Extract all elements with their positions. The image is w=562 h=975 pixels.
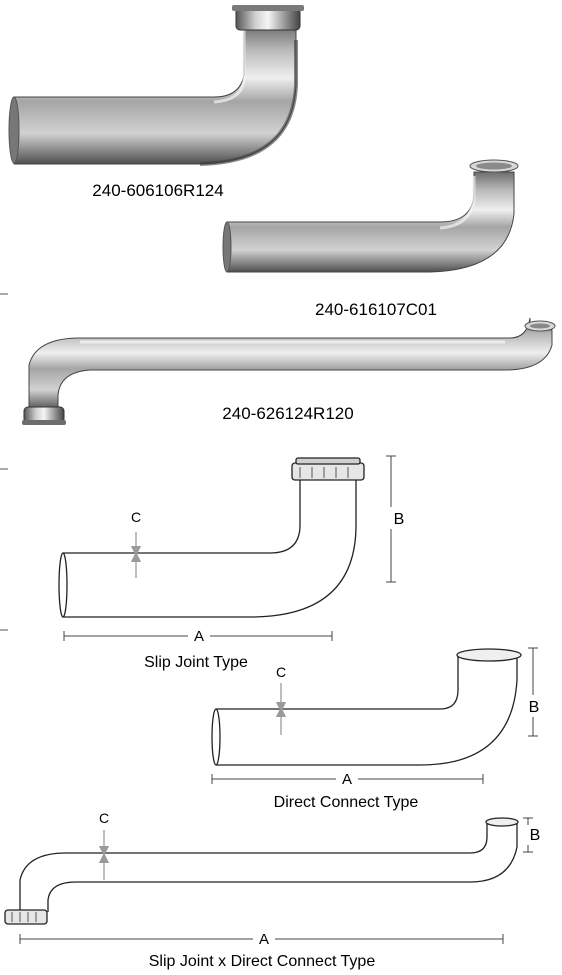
dim-a-label: A xyxy=(194,628,204,645)
photo-caption-240-606106R124: 240-606106R124 xyxy=(92,181,223,200)
photo-pipe-240-606106R124 xyxy=(8,5,304,166)
photo-pipe-240-616107C01 xyxy=(222,159,519,273)
diagram-slip-joint xyxy=(58,455,396,641)
dim-c-label: C xyxy=(276,664,286,680)
dim-a-label: A xyxy=(342,771,352,788)
diagram-direct-connect xyxy=(211,647,538,784)
diagram-caption-direct-connect: Direct Connect Type xyxy=(274,794,419,811)
diagram-caption-slip-joint: Slip Joint Type xyxy=(144,654,248,671)
photo-caption-240-626124R120: 240-626124R120 xyxy=(222,404,353,423)
dim-b-label: B xyxy=(530,827,541,844)
dim-c-label: C xyxy=(99,810,109,826)
dim-b-label: B xyxy=(529,699,540,716)
dim-a-label: A xyxy=(259,931,269,948)
dim-b-label: B xyxy=(394,511,405,528)
diagram-slip-joint-x-direct-connect xyxy=(4,817,533,944)
photo-pipe-240-626124R120 xyxy=(22,317,556,425)
diagram-caption-slip-joint-x-direct-connect: Slip Joint x Direct Connect Type xyxy=(149,953,376,970)
dim-c-label: C xyxy=(131,509,141,525)
photo-caption-240-616107C01: 240-616107C01 xyxy=(315,300,437,319)
